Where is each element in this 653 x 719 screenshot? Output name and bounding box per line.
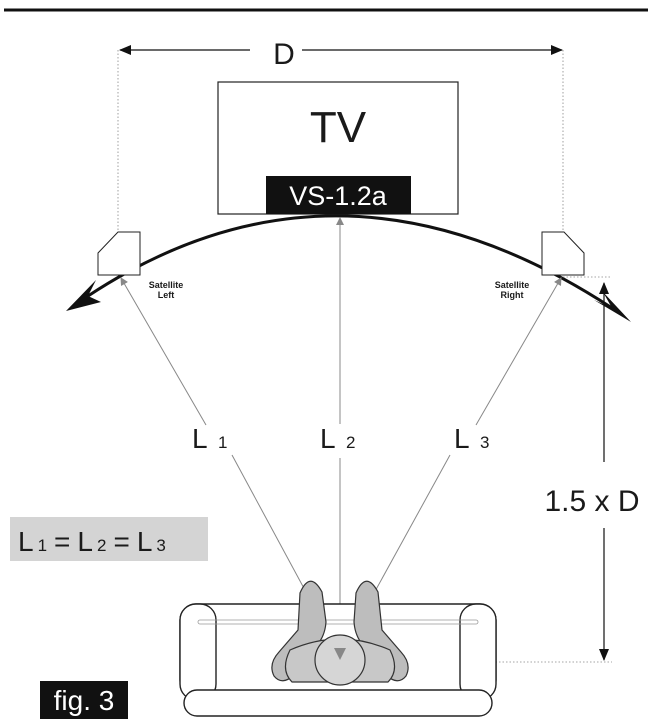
distance-label-l1: L 1 [192,423,227,454]
svg-text:3: 3 [480,433,489,452]
satellite-right-line2: Right [501,290,524,300]
soundbar-label: VS-1.2a [289,181,388,211]
distance-label-l3: L 3 [454,423,489,454]
satellite-left-line2: Left [158,290,175,300]
width-dimension: D [117,38,564,230]
dimension-label: D [273,38,295,71]
satellite-right-line1: Satellite [495,280,530,290]
svg-text:L: L [454,423,470,454]
figure-label: fig. 3 [40,681,128,719]
svg-text:L: L [192,423,208,454]
listener-position-marker [334,648,346,660]
svg-text:1: 1 [218,433,227,452]
satellite-right: Satellite Right [495,231,585,300]
satellite-left-line1: Satellite [149,280,184,290]
figure-label-text: fig. 3 [54,685,115,716]
satellite-left: Satellite Left [97,231,184,300]
svg-text:2: 2 [346,433,355,452]
tv-label: TV [310,103,367,152]
svg-text:L: L [320,423,336,454]
arc-arrowhead-right [594,292,631,322]
arc-arrowhead-left [66,280,101,311]
soundbar: VS-1.2a [266,176,411,214]
depth-dimension: 1.5 x D [345,276,640,663]
svg-text:L1=L2=L3: L1=L2=L3 [18,526,166,557]
distance-label-l2: L 2 [320,423,355,454]
depth-distance-label: 1.5 x D [544,485,639,518]
listener [271,580,409,686]
listening-arc [87,214,613,310]
